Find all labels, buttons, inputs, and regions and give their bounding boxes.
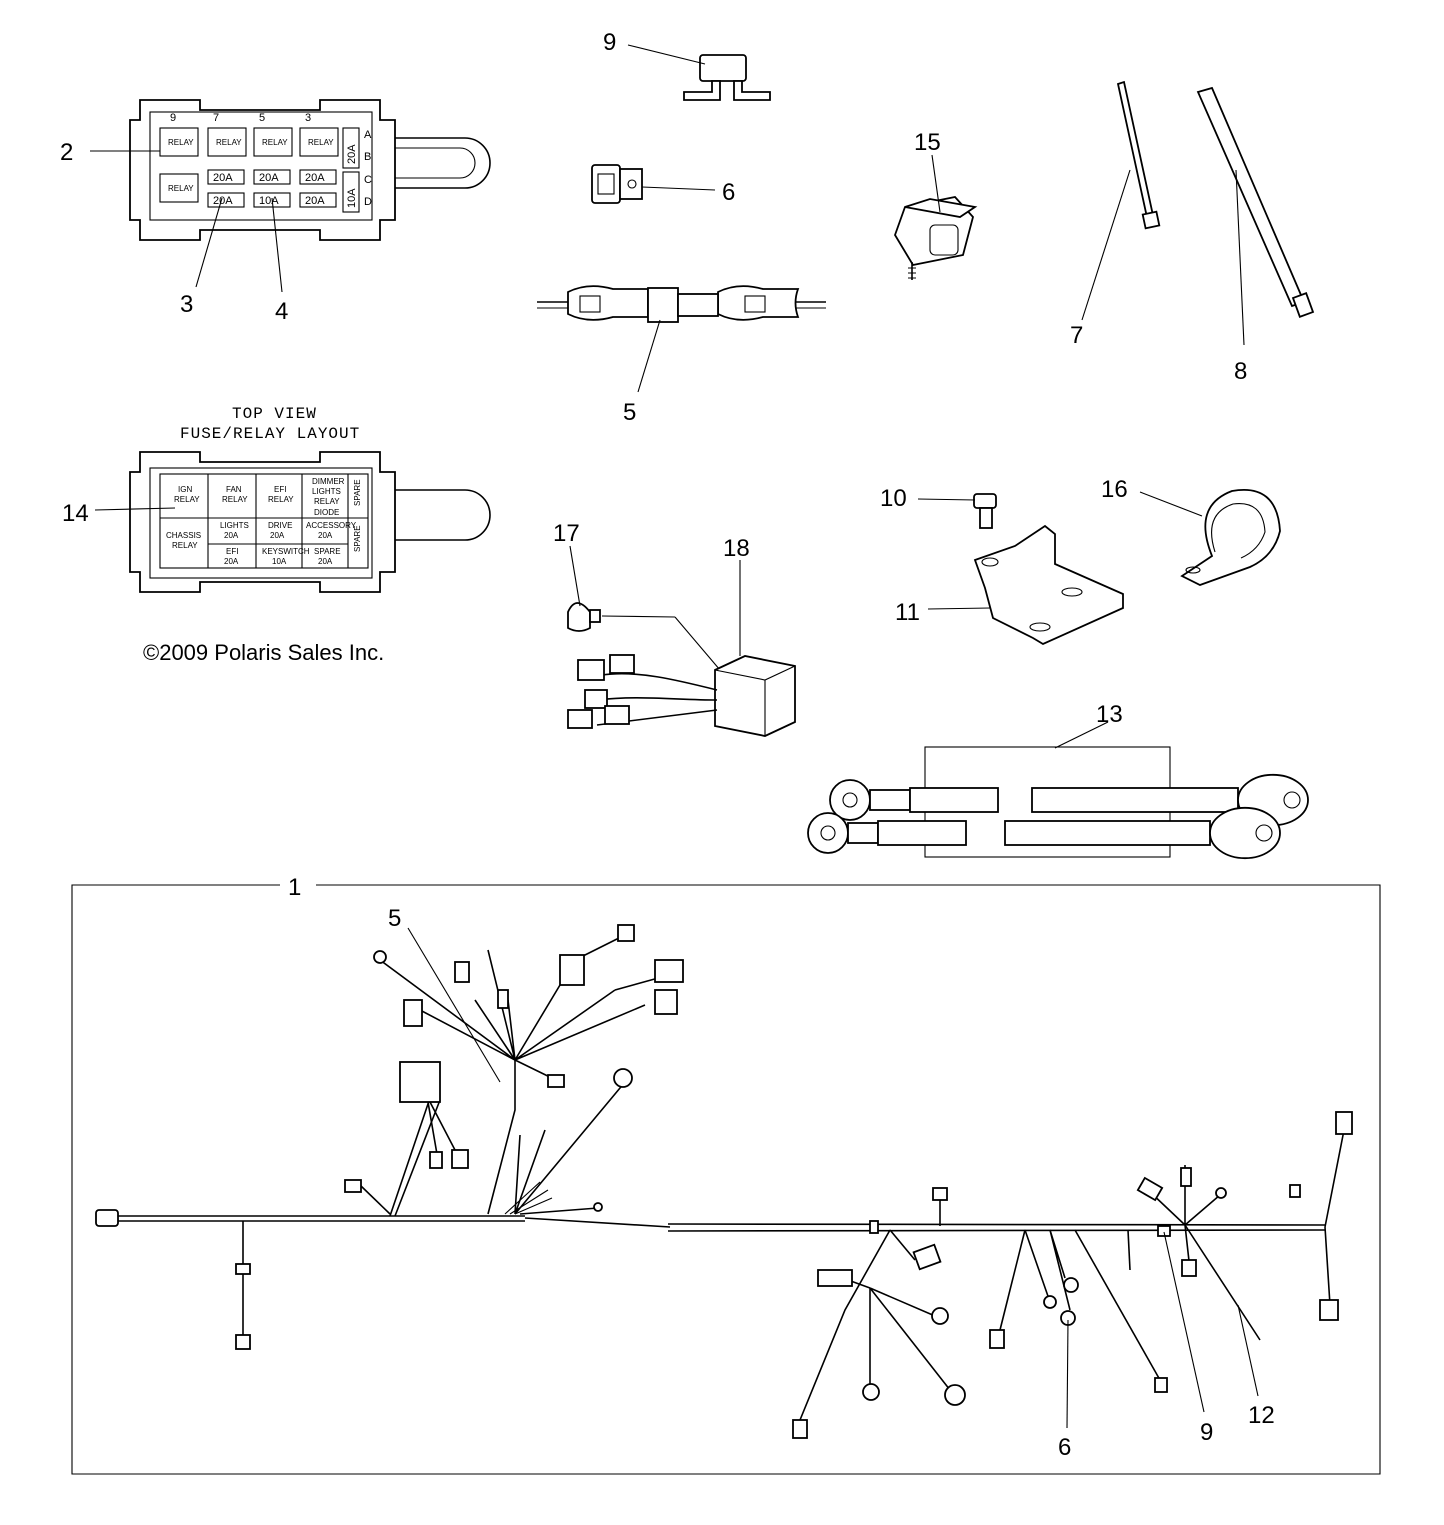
row-letter-d: D [364,196,372,208]
fuse-value: 20A [213,172,233,184]
fuse-relay-layout: TOP VIEW FUSE/RELAY LAYOUT IGN RELAY FAN… [129,405,491,593]
spare-side-label: SPARE [353,525,362,552]
diode-label: DIODE [314,508,339,517]
callout-9-harness: 9 [1200,1419,1213,1446]
callout-11: 11 [895,599,920,626]
dimmer-label-1: DIMMER [312,477,345,486]
spare-fuse-label-1: SPARE [314,547,341,556]
fuse-box-number-3: 3 [305,112,311,124]
callout-5-top: 5 [623,399,636,426]
accessory-label-1: ACCESSORY [306,521,357,530]
chassis-relay-label-2: RELAY [172,541,198,550]
fuse-value: 20A [213,195,233,207]
fuse-value: 20A [305,195,325,207]
callout-5-harness: 5 [388,905,401,932]
drive-label-2: 20A [270,531,285,540]
callout-16: 16 [1101,476,1128,503]
callout-13: 13 [1096,701,1123,728]
fuse-box: 9 7 5 3 RELAY RELAY RELAY RELAY RELAY 20… [129,99,491,241]
fuse-box-number-9: 9 [170,112,176,124]
keyswitch-label-1: KEYSWITCH [262,547,310,556]
layout-title-line2: FUSE/RELAY LAYOUT [180,425,360,443]
lights-label-1: LIGHTS [220,521,249,530]
part-6-connector [591,164,643,204]
part-9-diode [683,54,771,101]
efi-relay-label-1: EFI [274,485,286,494]
part-11-bracket [973,524,1124,646]
callout-15: 15 [914,129,941,156]
fuse-value: 20A [305,172,325,184]
callout-3: 3 [180,291,193,318]
callout-8: 8 [1234,358,1247,385]
callout-10: 10 [880,485,907,512]
dimmer-label-2: LIGHTS [312,487,341,496]
fuse-value: 20A [259,172,279,184]
copyright-text: ©2009 Polaris Sales Inc. [143,640,384,665]
part-16-clamp [1180,489,1281,586]
callout-18: 18 [723,535,750,562]
fan-relay-label-1: FAN [226,485,242,494]
fuse-box-number-7: 7 [213,112,219,124]
callout-6-harness: 6 [1058,1434,1071,1461]
dimmer-label-3: RELAY [314,497,340,506]
callout-14: 14 [62,500,89,527]
callout-17: 17 [553,520,580,547]
part-17-pushpin [567,602,601,632]
part-10-bolt [973,493,997,529]
ign-relay-label-2: RELAY [174,495,200,504]
relay-label: RELAY [262,138,288,147]
part-15-socket [894,196,978,280]
drive-label-1: DRIVE [268,521,292,530]
callout-12: 12 [1248,1402,1275,1429]
part-18-module [567,654,796,737]
part-7-cable-tie [1116,80,1161,230]
relay-label: RELAY [216,138,242,147]
spare-top-label: SPARE [353,479,362,506]
main-harness [95,924,1353,1439]
callout-9-top: 9 [603,29,616,56]
part-8-cable-tie [1196,86,1315,318]
part-13-cables [807,746,1309,860]
spare-fuse-label-2: 20A [318,557,333,566]
harness-frame [71,884,1381,1475]
callout-7: 7 [1070,322,1083,349]
callout-4: 4 [275,298,288,325]
fuse-box-number-5: 5 [259,112,265,124]
efi-relay-label-2: RELAY [268,495,294,504]
accessory-label-2: 20A [318,531,333,540]
relay-label: RELAY [308,138,334,147]
part-5-fuse-holder [537,285,826,323]
fuse-value: 10A [259,195,279,207]
ign-relay-label-1: IGN [178,485,192,494]
callout-1: 1 [288,874,301,901]
side-fuse-value: 10A [346,188,358,208]
chassis-relay-label-1: CHASSIS [166,531,201,540]
row-letter-a: A [364,129,372,141]
row-letter-b: B [364,151,371,163]
efi-fuse-label-1: EFI [226,547,238,556]
side-fuse-value: 20A [346,144,358,164]
relay-label: RELAY [168,138,194,147]
lights-label-2: 20A [224,531,239,540]
layout-title-line1: TOP VIEW [232,405,317,423]
row-letter-c: C [364,174,372,186]
keyswitch-label-2: 10A [272,557,287,566]
callout-2: 2 [60,139,73,166]
fan-relay-label-2: RELAY [222,495,248,504]
relay-label: RELAY [168,184,194,193]
callout-6-top: 6 [722,179,735,206]
efi-fuse-label-2: 20A [224,557,239,566]
